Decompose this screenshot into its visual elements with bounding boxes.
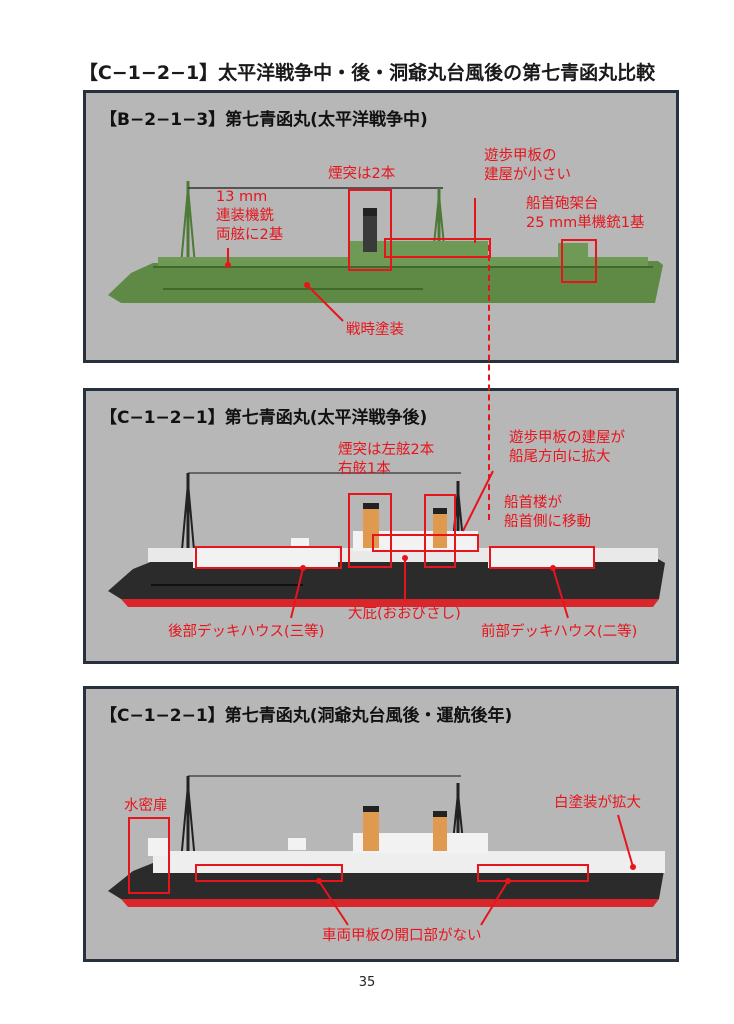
note-forecastle: 船首楼が船首側に移動 bbox=[504, 495, 591, 530]
note-funnel: 煙突は2本 bbox=[328, 166, 396, 182]
page-title: 【C−1−2−1】太平洋戦争中・後・洞爺丸台風後の第七青函丸比較 bbox=[78, 62, 656, 84]
note-paint: 戦時塗装 bbox=[346, 322, 404, 338]
panel-postwar: 【C−1−2−1】第七青函丸(太平洋戦争後) 煙突は左舷2本右舷1本 遊歩甲板の… bbox=[83, 388, 679, 664]
ship-postwar-illustration bbox=[108, 470, 665, 619]
page-number: 35 bbox=[358, 975, 376, 990]
panel-after-typhoon: 【C−1−2−1】第七青函丸(洞爺丸台風後・運航後年) 水密扉 白塗装が拡大 車… bbox=[83, 686, 679, 962]
panel-title: 【C−1−2−1】第七青函丸(洞爺丸台風後・運航後年) bbox=[100, 706, 513, 726]
note-watertight: 水密扉 bbox=[124, 798, 168, 814]
ship-after-typhoon-illustration bbox=[108, 775, 665, 926]
note-no-opening: 車両甲板の開口部がない bbox=[322, 928, 482, 944]
note-hall: 大庇(おおびさし) bbox=[348, 606, 461, 622]
note-aft-deckhouse: 後部デッキハウス(三等) bbox=[168, 624, 325, 640]
promenade-connector-line bbox=[488, 245, 490, 520]
note-funnel: 煙突は左舷2本右舷1本 bbox=[338, 442, 435, 477]
note-white-paint: 白塗装が拡大 bbox=[554, 795, 641, 811]
note-fwd-deckhouse: 前部デッキハウス(二等) bbox=[481, 624, 638, 640]
panel-title: 【B−2−1−3】第七青函丸(太平洋戦争中) bbox=[100, 110, 428, 130]
note-promenade: 遊歩甲板の建屋が船尾方向に拡大 bbox=[509, 430, 625, 465]
note-promenade: 遊歩甲板の建屋が小さい bbox=[484, 148, 571, 183]
panel-title: 【C−1−2−1】第七青函丸(太平洋戦争後) bbox=[100, 408, 428, 428]
ship-wartime-illustration bbox=[108, 181, 663, 322]
